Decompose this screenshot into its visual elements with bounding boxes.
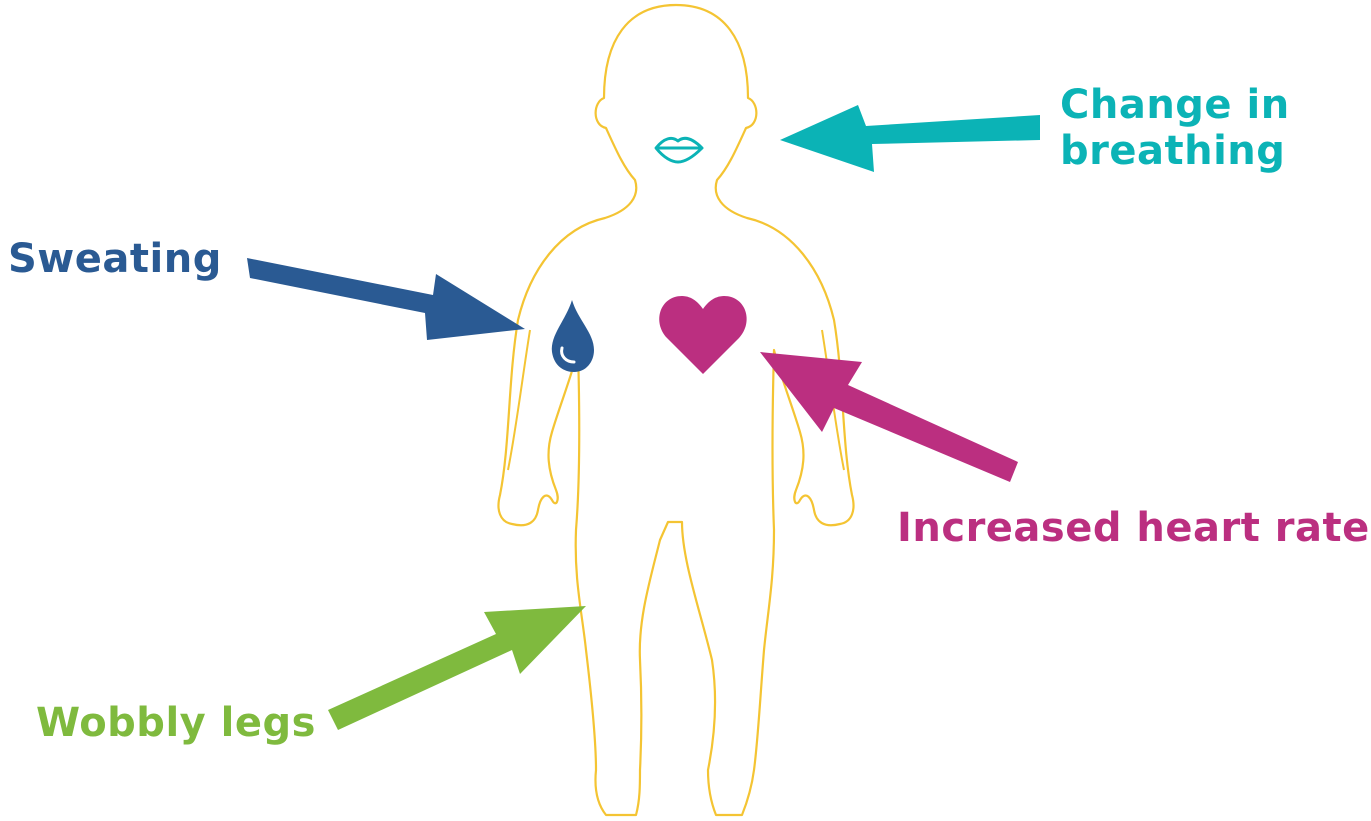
heart-icon [659, 296, 746, 374]
left-arm-inner-line [508, 330, 530, 470]
child-body-outline [499, 5, 854, 815]
change-in-breathing-line2: breathing [1060, 128, 1290, 174]
increased-heart-rate-label: Increased heart rate [897, 505, 1370, 551]
heart-rate-arrow [760, 352, 1018, 482]
lips-icon [656, 138, 702, 162]
wobbly-legs-arrow [328, 606, 586, 730]
change-in-breathing-line1: Change in [1060, 82, 1290, 128]
breathing-arrow [780, 105, 1040, 172]
water-drop-icon [552, 300, 594, 372]
wobbly-legs-label: Wobbly legs [36, 700, 316, 746]
sweating-arrow [247, 258, 525, 340]
sweating-label: Sweating [8, 236, 222, 282]
change-in-breathing-label: Change in breathing [1060, 82, 1290, 174]
